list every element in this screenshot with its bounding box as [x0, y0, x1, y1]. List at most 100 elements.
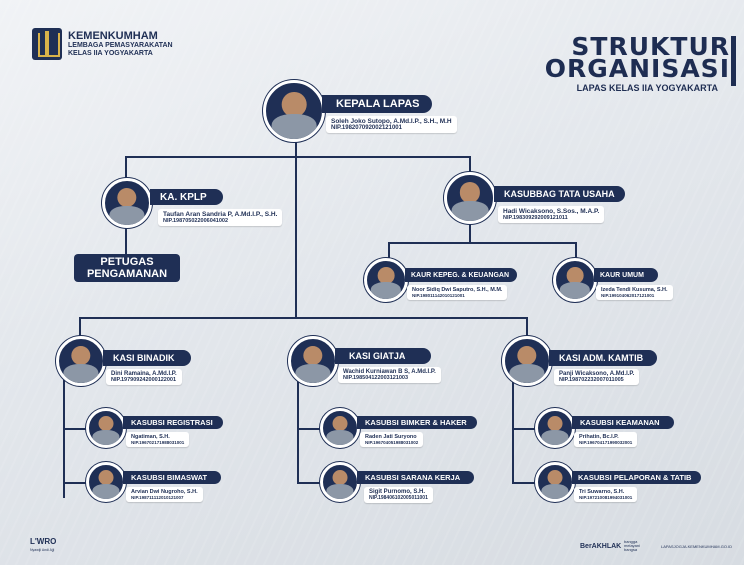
- petugas-pengamanan-box: PETUGAS PENGAMANAN: [74, 254, 180, 282]
- bimker-title: KASUBSI BIMKER & HAKER: [365, 418, 467, 427]
- binadik-title: KASI BINADIK: [113, 353, 175, 363]
- giatja-name: Wachid Kurniawan B S, A.Md.I.P.: [343, 369, 436, 375]
- title-line-2: ORGANISASI: [544, 54, 730, 83]
- connector-line: [63, 428, 89, 430]
- umum-title: KAUR UMUM: [600, 271, 644, 279]
- umum-title-tag: KAUR UMUM: [594, 268, 658, 282]
- kepeg-name-card: Noor Sidiq Dwi Saputro, S.H., M.M. NIP.1…: [407, 285, 508, 300]
- bimaswat-name: Arvian Dwi Nugroho, S.H.: [131, 489, 198, 495]
- kamtib-title: KASI ADM. KAMTIB: [559, 353, 644, 363]
- keamanan-title-tag: KASUBSI KEAMANAN: [572, 416, 674, 429]
- kplp-photo: [102, 178, 152, 228]
- umum-name-card: Izeda Tendi Kusuma, S.H. NIP.19910406201…: [596, 285, 673, 300]
- bimker-title-tag: KASUBSI BIMKER & HAKER: [357, 416, 477, 429]
- tu-title: KASUBBAG TATA USAHA: [504, 189, 615, 199]
- sarana-name: Sigit Purnomo, S.H.: [369, 489, 426, 495]
- umum-name: Izeda Tendi Kusuma, S.H.: [601, 287, 668, 293]
- kamtib-name-card: Panji Wicaksono, A.Md.I.P. NIP.198702232…: [554, 369, 640, 385]
- kamtib-title-tag: KASI ADM. KAMTIB: [549, 350, 658, 366]
- giatja-title: KASI GIATJA: [349, 351, 406, 361]
- sarana-nip: NIP.198406102005011001: [369, 495, 428, 501]
- petugas-line-2: PENGAMANAN: [86, 268, 168, 280]
- connector-line: [512, 428, 538, 430]
- connector-line: [526, 317, 528, 337]
- giatja-photo: [288, 336, 338, 386]
- umum-photo: [553, 258, 597, 302]
- giatja-name-card: Wachid Kurniawan B S, A.Md.I.P. NIP.1985…: [338, 367, 441, 383]
- lwro-logo-text: L'WRO: [30, 537, 57, 546]
- giatja-nip: NIP.198504122003121003: [343, 375, 409, 381]
- connector-line: [125, 156, 127, 178]
- kepala-name: Soleh Joko Sutopo, A.Md.I.P., S.H., M.H: [331, 118, 452, 125]
- connector-line: [297, 428, 323, 430]
- connector-line: [125, 156, 470, 158]
- kepala-title-tag: KEPALA LAPAS: [322, 95, 432, 113]
- petugas-line-1: PETUGAS: [100, 256, 154, 268]
- kepala-photo: [263, 80, 325, 142]
- org-sub-2: KELAS IIA YOGYAKARTA: [68, 49, 153, 57]
- binadik-name: Dini Ramaina, A.Md.I.P.: [111, 371, 177, 377]
- bimker-nip: NIP.196704051988031002: [365, 440, 419, 445]
- sarana-title: KASUBSI SARANA KERJA: [365, 473, 461, 482]
- bimaswat-title-tag: KASUBSI BIMASWAT: [123, 471, 222, 484]
- connector-line: [63, 380, 65, 498]
- pelaporan-title-tag: KASUBSI PELAPORAN & TATIB: [572, 471, 702, 484]
- sarana-title-tag: KASUBSI SARANA KERJA: [357, 471, 475, 484]
- kepala-nip: NIP.198207092002121001: [331, 125, 402, 131]
- sarana-photo: [320, 462, 360, 502]
- tu-photo: [444, 172, 496, 224]
- pelaporan-name-card: Tri Suwarno, S.H. NIP.197210081994031001: [574, 487, 638, 502]
- website-url: LAPASJOGJA.KEMENKUMHAM.GO.ID: [661, 544, 733, 549]
- kemenkumham-logo-icon: [32, 28, 62, 60]
- connector-line: [469, 156, 471, 178]
- connector-line: [297, 380, 299, 484]
- connector-line: [125, 228, 127, 256]
- kepala-name-card: Soleh Joko Sutopo, A.Md.I.P., S.H., M.H …: [326, 116, 457, 133]
- kplp-title: KA. KPLP: [160, 191, 207, 203]
- title-subtitle: LAPAS KELAS IIA YOGYAKARTA: [576, 83, 718, 93]
- title-line-1: STRUKTUR: [571, 32, 730, 61]
- org-sub-1: LEMBAGA PEMASYARAKATAN: [68, 42, 173, 50]
- binadik-title-tag: KASI BINADIK: [103, 350, 191, 366]
- connector-line: [63, 482, 89, 484]
- keamanan-title: KASUBSI KEAMANAN: [580, 418, 660, 427]
- org-header: KEMENKUMHAM LEMBAGA PEMASYARAKATAN KELAS…: [32, 28, 173, 60]
- kepeg-photo: [364, 258, 408, 302]
- umum-nip: NIP.199104062017121001: [601, 293, 655, 298]
- connector-line: [388, 242, 390, 258]
- bimaswat-title: KASUBSI BIMASWAT: [131, 473, 208, 482]
- connector-line: [575, 242, 577, 258]
- pelaporan-name: Tri Suwarno, S.H.: [579, 489, 625, 495]
- kplp-nip: NIP.198705022006041002: [163, 218, 229, 224]
- kplp-title-tag: KA. KPLP: [150, 189, 223, 205]
- registrasi-name-card: Ngatiman, S.H. NIP.196702171988031001: [126, 432, 190, 447]
- registrasi-photo: [86, 408, 126, 448]
- berakhlak-logo: BerAKHLAK: [580, 543, 622, 550]
- pelaporan-title: KASUBSI PELAPORAN & TATIB: [578, 473, 692, 482]
- registrasi-title-tag: KASUBSI REGISTRASI: [123, 416, 223, 429]
- giatja-title-tag: KASI GIATJA: [335, 348, 432, 364]
- connector-line: [297, 482, 323, 484]
- connector-line: [388, 242, 576, 244]
- footer-lwro-logo: L'WRO Nyawiji Andi Ajji: [30, 538, 56, 554]
- title-block: STRUKTUR ORGANISASI LAPAS KELAS IIA YOGY…: [544, 32, 736, 93]
- binadik-nip: NIP.197909242000122001: [111, 377, 177, 383]
- connector-line: [79, 317, 527, 319]
- connector-line: [469, 222, 471, 242]
- connector-line: [512, 482, 538, 484]
- sarana-name-card: Sigit Purnomo, S.H. NIP.1984061020050110…: [364, 487, 433, 503]
- tu-title-tag: KASUBBAG TATA USAHA: [494, 186, 625, 202]
- bimaswat-name-card: Arvian Dwi Nugroho, S.H. NIP.19871111201…: [126, 487, 203, 502]
- kepeg-name: Noor Sidiq Dwi Saputro, S.H., M.M.: [412, 287, 503, 293]
- tu-name: Hadi Wicaksono, S.Sos., M.A.P.: [503, 208, 600, 215]
- registrasi-nip: NIP.196702171988031001: [131, 440, 185, 445]
- registrasi-name: Ngatiman, S.H.: [131, 434, 170, 440]
- bimker-name-card: Raden Jati Suryono NIP.19670405198803100…: [360, 432, 424, 447]
- tu-name-card: Hadi Wicaksono, S.Sos., M.A.P. NIP.19830…: [498, 206, 605, 223]
- keamanan-photo: [535, 408, 575, 448]
- connector-line: [295, 140, 297, 318]
- pelaporan-photo: [535, 462, 575, 502]
- kamtib-name: Panji Wicaksono, A.Md.I.P.: [559, 371, 635, 377]
- kamtib-photo: [502, 336, 552, 386]
